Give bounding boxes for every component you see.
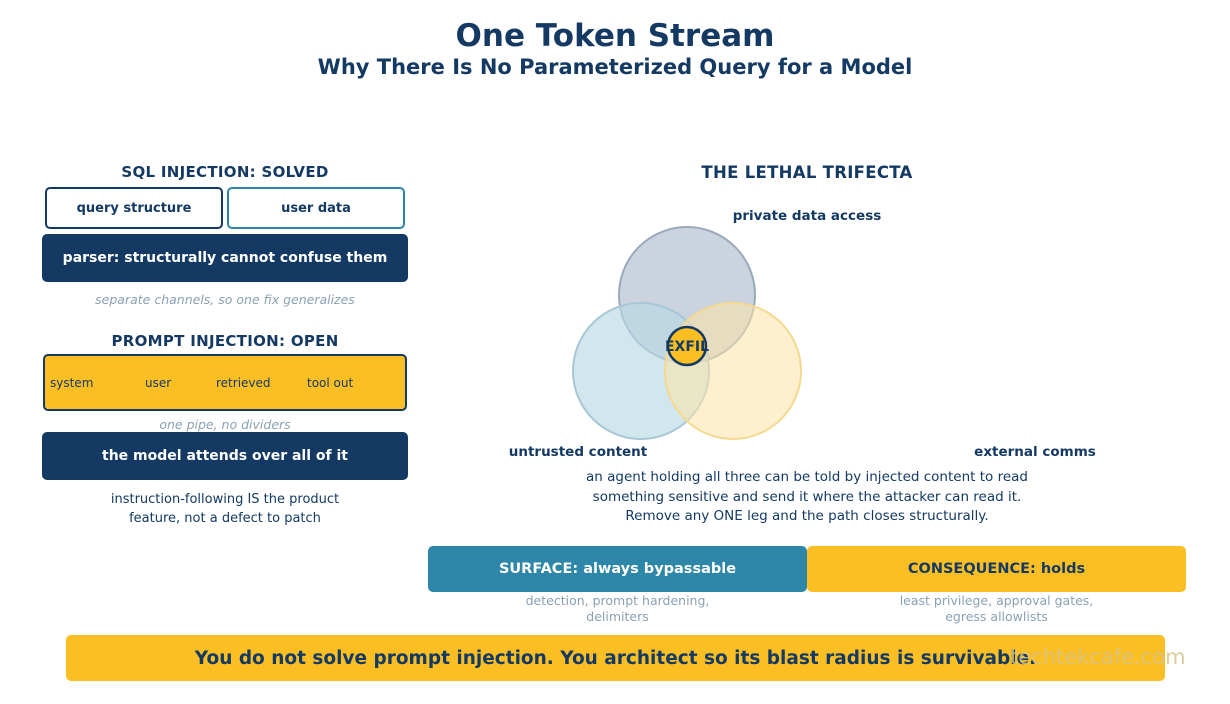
label-external-comms: external comms [974, 444, 1096, 460]
pipe-item-retrieved: retrieved [216, 376, 271, 390]
label-private-data: private data access [732, 208, 882, 224]
prompt-note: instruction-following IS the product fea… [45, 490, 405, 528]
watermark: techtekcafe.com [1010, 645, 1186, 669]
sql-heading: SQL INJECTION: SOLVED [121, 163, 329, 181]
surface-band: SURFACE: always bypassable [428, 546, 807, 592]
trifecta-desc-line-3: Remove any ONE leg and the path closes s… [625, 508, 989, 524]
exfil-marker [666, 325, 708, 367]
surface-note-line-1: detection, prompt hardening, [525, 593, 710, 608]
trifecta-desc-line-1: an agent holding all three can be told b… [586, 469, 1028, 485]
prompt-heading: PROMPT INJECTION: OPEN [111, 332, 339, 350]
consequence-note: least privilege, approval gates, egress … [807, 593, 1186, 625]
pipe-note: one pipe, no dividers [159, 417, 291, 432]
footer-takeaway: You do not solve prompt injection. You a… [66, 635, 1165, 681]
attend-box: the model attends over all of it [42, 432, 408, 480]
exfil-label: EXFIL [665, 339, 709, 355]
sql-note: separate channels, so one fix generalize… [95, 292, 355, 307]
trifecta-desc-line-2: something sensitive and send it where th… [592, 488, 1022, 505]
parser-box: parser: structurally cannot confuse them [42, 234, 408, 282]
label-untrusted-content: untrusted content [508, 444, 648, 460]
consequence-note-line-1: least privilege, approval gates, [899, 593, 1094, 608]
pipe-item-user: user [145, 376, 172, 390]
query-structure-box: query structure [45, 187, 223, 229]
surface-note: detection, prompt hardening, delimiters [428, 593, 807, 625]
prompt-note-line-2: feature, not a defect to patch [129, 511, 321, 526]
surface-note-line-2: delimiters [586, 609, 649, 624]
trifecta-venn: EXFIL [572, 226, 802, 440]
external-comms-circle [664, 302, 802, 440]
token-pipe: system user retrieved tool out [43, 354, 407, 411]
pipe-item-system: system [50, 376, 94, 390]
pipe-item-tool-out: tool out [307, 376, 354, 390]
page-title: One Token Stream [455, 18, 775, 54]
consequence-note-line-2: egress allowlists [945, 609, 1048, 624]
prompt-note-line-1: instruction-following IS the product [110, 492, 340, 507]
trifecta-heading: THE LETHAL TRIFECTA [701, 163, 913, 182]
trifecta-description: an agent holding all three can be told b… [507, 468, 1107, 527]
consequence-band: CONSEQUENCE: holds [807, 546, 1186, 592]
page-subtitle: Why There Is No Parameterized Query for … [317, 55, 913, 79]
user-data-box: user data [227, 187, 405, 229]
